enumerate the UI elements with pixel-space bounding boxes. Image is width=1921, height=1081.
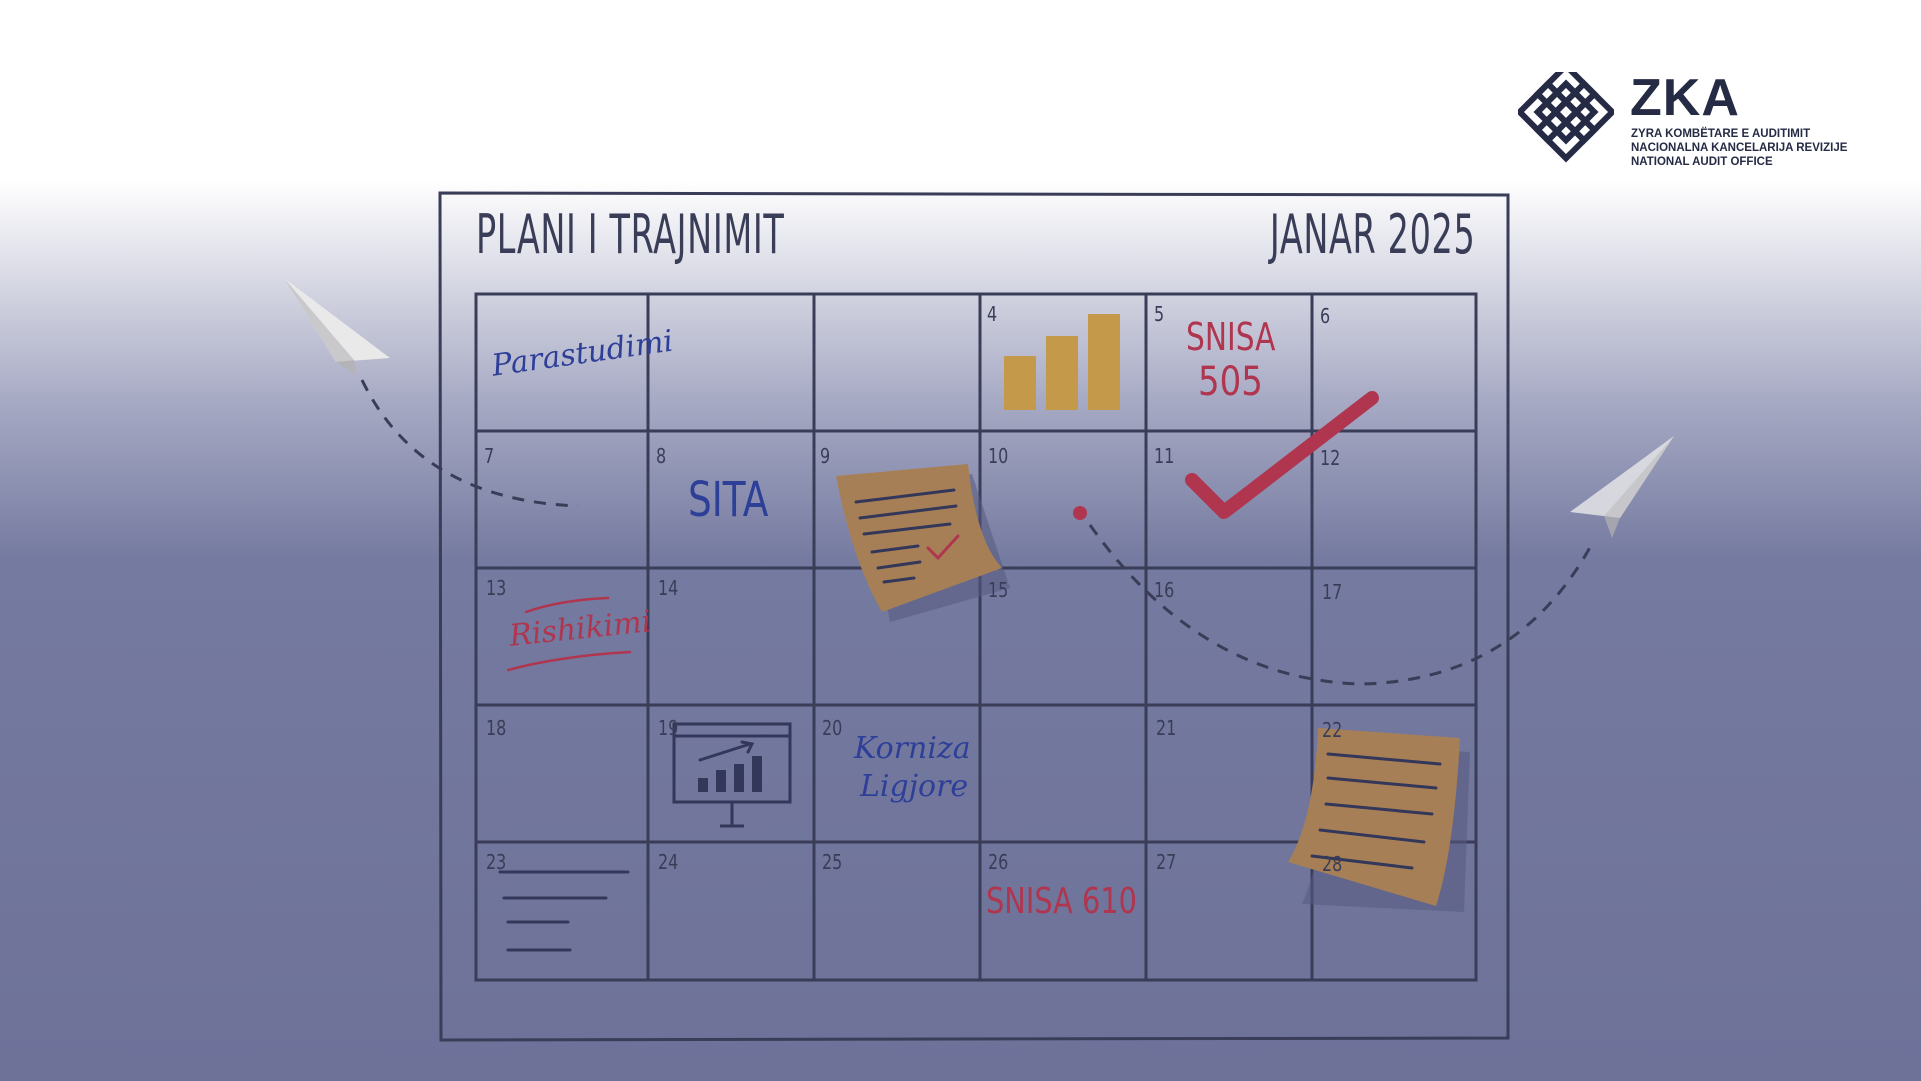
event-korniza-line1: Korniza <box>854 731 971 766</box>
day-number: 22 <box>1322 718 1343 742</box>
event-snisa-505-line2: 505 <box>1198 359 1263 405</box>
day-number: 9 <box>820 444 831 468</box>
day-number: 11 <box>1154 444 1175 468</box>
day-number: 25 <box>822 850 843 874</box>
underline-stroke <box>506 650 632 672</box>
day-number: 13 <box>486 576 507 600</box>
logo-line-3: NATIONAL AUDIT OFFICE <box>1631 156 1773 168</box>
check-mark-icon <box>1185 391 1379 519</box>
day-number: 14 <box>658 576 679 600</box>
day-number: 21 <box>1156 716 1177 740</box>
zka-lattice-icon <box>1518 72 1614 163</box>
day-number: 4 <box>987 302 998 326</box>
event-korniza-line2: Ligjore <box>860 769 969 804</box>
day-number: 8 <box>656 444 667 468</box>
day-number: 28 <box>1322 852 1343 876</box>
day-number: 7 <box>484 444 495 468</box>
day-number: 18 <box>486 716 507 740</box>
dashed-path <box>1088 524 1596 686</box>
logo-title: ZKA <box>1630 69 1740 127</box>
calendar-frame <box>438 191 1510 1042</box>
day-number: 23 <box>486 850 507 874</box>
underline-stroke <box>524 596 610 614</box>
presentation-chart-icon <box>672 722 792 828</box>
text-lines-icon <box>498 870 630 952</box>
calendar-title: PLANI I TRAJNIMIT <box>476 203 785 266</box>
logo-line-1: ZYRA KOMBËTARE E AUDITIMIT <box>1631 128 1811 140</box>
event-sita: SITA <box>688 472 769 528</box>
day-number: 16 <box>1154 578 1175 602</box>
day-number: 17 <box>1322 580 1343 604</box>
event-snisa-610: SNISA 610 <box>986 881 1137 922</box>
day-number: 5 <box>1154 302 1165 326</box>
day-number: 20 <box>822 716 843 740</box>
sticky-note-icon <box>836 464 1010 622</box>
day-number: 15 <box>988 578 1009 602</box>
calendar-grid <box>474 292 1478 982</box>
day-number: 12 <box>1320 446 1341 470</box>
dashed-path <box>360 379 579 508</box>
day-number: 27 <box>1156 850 1177 874</box>
day-number: 24 <box>658 850 679 874</box>
paper-plane-icon <box>1570 436 1674 538</box>
paper-plane-icon <box>284 278 390 376</box>
path-dot <box>1073 506 1087 520</box>
day-number: 6 <box>1320 304 1331 328</box>
day-number: 19 <box>658 716 679 740</box>
day-number: 10 <box>988 444 1009 468</box>
event-snisa-505-line1: SNISA <box>1186 315 1276 359</box>
zka-logo: ZKA ZYRA KOMBËTARE E AUDITIMIT NACIONALN… <box>1518 69 1848 172</box>
day-number: 26 <box>988 850 1009 874</box>
calendar-month: JANAR 2025 <box>1269 203 1475 266</box>
sticky-note-icon <box>1288 728 1470 912</box>
logo-line-2: NACIONALNA KANCELARIJA REVIZIJE <box>1631 142 1848 154</box>
presentation-bars <box>698 756 762 792</box>
bar-chart-icon <box>1004 314 1120 410</box>
